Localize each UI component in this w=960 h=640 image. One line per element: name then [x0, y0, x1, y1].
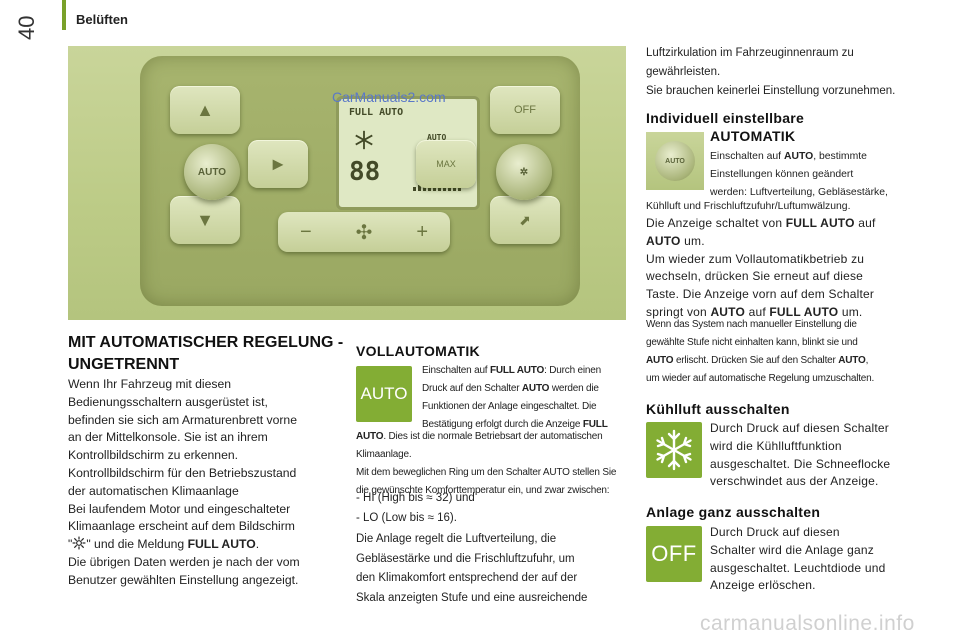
vollautomatik-end-text: Die Anlage regelt die Luftverteilung, di… [356, 533, 588, 604]
vollautomatik-text: AUTO. Dies ist die normale Betriebsart d… [356, 431, 617, 496]
section-title: Belüften [76, 12, 128, 27]
anlage-text: Durch Druck auf diesen Schalter wird die… [710, 525, 886, 593]
arrow-down-key: ▼ [170, 196, 240, 244]
temperature-knob: ✲ [496, 144, 552, 200]
auto-knob-photo: AUTO [646, 132, 704, 190]
watermark-top: CarManuals2.com [332, 89, 446, 105]
auto-button-icon: AUTO [356, 366, 412, 422]
lcd-mode: FULL AUTO [349, 107, 404, 118]
vollautomatik-heading: VOLLAUTOMATIK [356, 343, 480, 359]
fan-speed-key: − ✣ + [278, 212, 450, 252]
max-defrost-key: MAX [416, 140, 476, 188]
snowflake-icon [646, 422, 702, 478]
list-item: - LO (Low bis ≈ 16). [356, 512, 457, 524]
climate-control-photo: ▲ ► ▼ AUTO FULL AUTO AUTO 88 OFF ⬈ MAX ✲… [68, 46, 626, 320]
continued-text: Luftzirkulation im Fahrzeuginnenraum zu … [646, 47, 896, 97]
off-button-icon: OFF [646, 526, 702, 582]
kuehlluft-heading: Kühlluft ausschalten [646, 401, 790, 417]
page-number: 40 [14, 15, 39, 40]
anlage-heading: Anlage ganz ausschalten [646, 504, 821, 520]
automatik-body-text: Die Anzeige schaltet von FULL AUTO auf A… [646, 216, 876, 319]
gear-line: "" und die Meldung FULL AUTO. [68, 536, 260, 552]
vollautomatik-side-text: Einschalten auf FULL AUTO: Durch einen D… [422, 365, 608, 430]
off-key: OFF [490, 86, 560, 134]
individuell-heading: Individuell einstellbare [646, 110, 805, 126]
automatik-heading: AUTOMATIK [710, 128, 796, 144]
arrow-up-key: ▲ [170, 86, 240, 134]
automatik-side-text: Einschalten auf AUTO, bestimmte Einstell… [710, 151, 888, 198]
gear-icon [72, 536, 86, 550]
lcd-small-auto: AUTO [427, 133, 447, 142]
kuehlluft-text: Durch Druck auf diesen Schalter wird die… [710, 421, 891, 489]
section-marker-bar [62, 0, 66, 30]
control-panel: ▲ ► ▼ AUTO FULL AUTO AUTO 88 OFF ⬈ MAX ✲… [140, 56, 580, 306]
intro-text: Wenn Ihr Fahrzeug mit diesen Bedienungss… [68, 376, 348, 590]
snowflake-glyph-icon [656, 429, 692, 471]
watermark-footer: carmanualsonline.info [700, 612, 915, 635]
automatik-note-text: Wenn das System nach manueller Einstellu… [646, 319, 875, 384]
snowflake-display-icon [355, 130, 373, 150]
fan-icon: ✣ [355, 221, 373, 244]
automatik-under-text: Kühlluft und Frischluftzufuhr/Luftumwälz… [646, 201, 851, 212]
list-item: - HI (High bis ≈ 32) und [356, 492, 475, 504]
recirculation-key: ⬈ [490, 196, 560, 244]
arrow-right-key: ► [248, 140, 308, 188]
lcd-temperature: 88 [349, 157, 381, 187]
auto-knob: AUTO [184, 144, 240, 200]
temperature-range-list: - HI (High bis ≈ 32) und - LO (Low bis ≈… [356, 488, 628, 528]
main-heading: MIT AUTOMATISCHER REGELUNG - UNGETRENNT [68, 334, 344, 373]
